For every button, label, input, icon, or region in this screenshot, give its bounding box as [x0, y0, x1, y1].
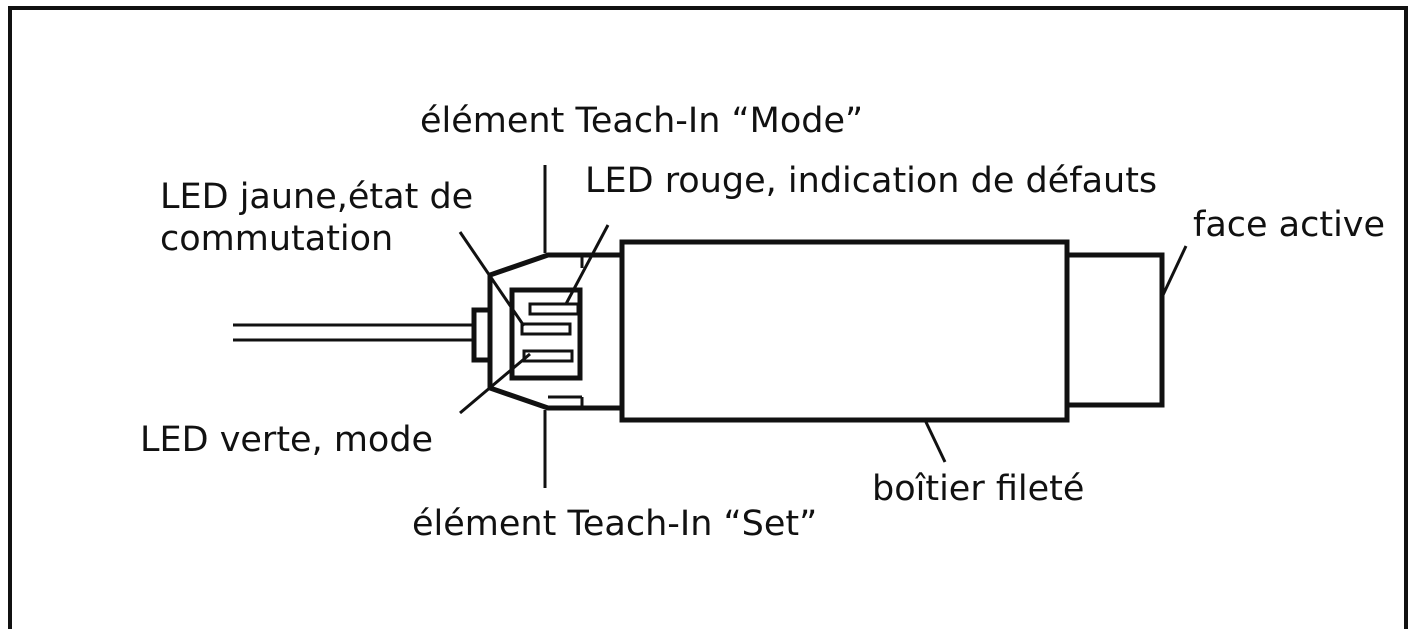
leader-housing: [923, 419, 947, 463]
leader-led-green: [459, 352, 531, 415]
leader-face-active: [1161, 245, 1188, 296]
label-teach-in-set: élément Teach-In “Set”: [412, 504, 817, 544]
cable: [233, 323, 474, 342]
active-face: [1064, 252, 1165, 408]
threaded-housing: [619, 239, 1070, 423]
diagram-frame: [8, 6, 1408, 629]
sensor-rear-cap: [487, 252, 622, 411]
led-yellow-bar: [520, 322, 572, 336]
label-teach-in-mode: élément Teach-In “Mode”: [420, 101, 863, 141]
led-green-bar: [522, 349, 574, 363]
label-led-red: LED rouge, indication de défauts: [585, 161, 1157, 201]
label-face-active: face active: [1193, 205, 1385, 245]
label-led-green: LED verte, mode: [140, 420, 433, 460]
label-led-yellow-line1: LED jaune,état de: [160, 177, 473, 217]
leader-led-red: [564, 224, 610, 305]
label-led-yellow-line2: commutation: [160, 219, 393, 259]
label-housing: boîtier fileté: [872, 469, 1084, 509]
led-window: [509, 287, 583, 381]
led-red-bar: [528, 302, 580, 316]
leader-led-yellow: [458, 231, 526, 327]
